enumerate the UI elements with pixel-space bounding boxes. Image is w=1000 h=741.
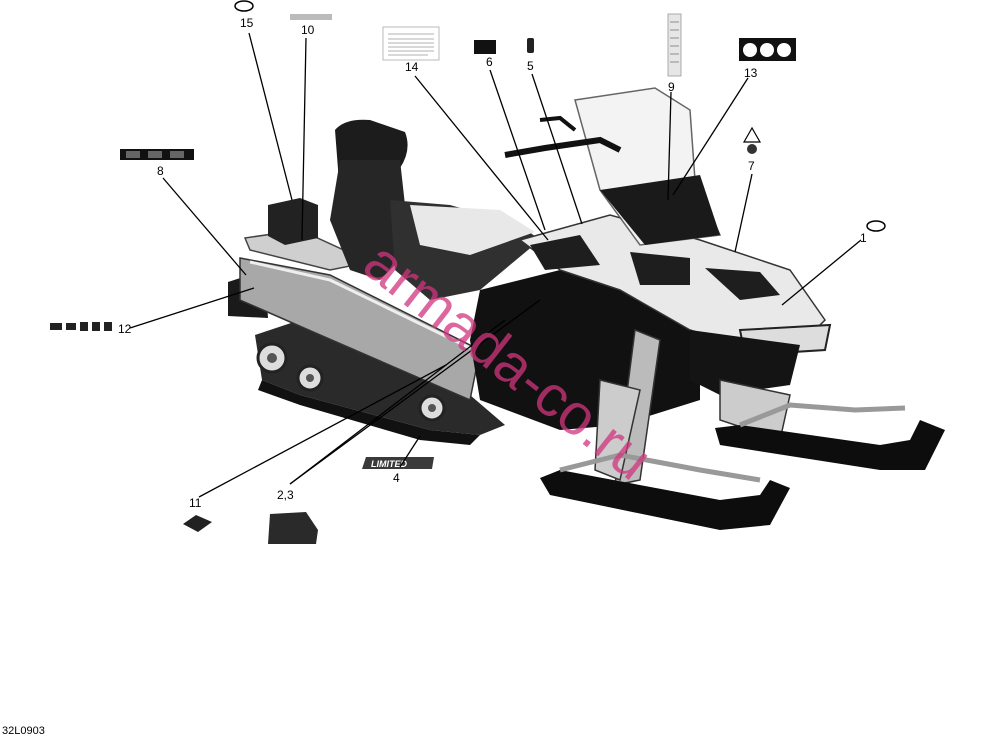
- black-label-6: [474, 40, 496, 54]
- callout-12: 12: [118, 322, 132, 336]
- callout-5: 5: [527, 59, 534, 73]
- decal-icons: LIMITED: [50, 0, 886, 544]
- callout-6: 6: [486, 55, 493, 69]
- vertical-label-5: [527, 38, 534, 53]
- warning-triangle-7: [742, 126, 762, 143]
- warning-label-14: [382, 26, 440, 61]
- callout-10: 10: [301, 23, 315, 37]
- limited-decal-4: [362, 457, 434, 469]
- callout-8: 8: [157, 164, 164, 178]
- callout-9: 9: [668, 80, 675, 94]
- callout-14: 14: [405, 60, 419, 74]
- limited-decal-text: LIMITED: [371, 459, 407, 469]
- callout-13: 13: [744, 66, 758, 80]
- gear-decal-7: [747, 144, 757, 154]
- callout-4: 4: [393, 471, 400, 485]
- leader-lines: [129, 32, 862, 498]
- callout-7: 7: [748, 159, 755, 173]
- callout-numbers: 15 10 14 6 5 9 13 7 1 8 12 4 11 2,3: [118, 16, 867, 510]
- silhouette-decal-12: [50, 322, 112, 331]
- drawing-code: 32L0903: [2, 725, 45, 737]
- decal-strip-10: [290, 14, 332, 20]
- logo-decal-1: [866, 220, 886, 232]
- tall-strip-9: [667, 13, 682, 77]
- logo-decal-15: [234, 0, 254, 12]
- side-decal-23: [268, 512, 318, 544]
- callout-15: 15: [240, 16, 254, 30]
- callout-1: 1: [860, 231, 867, 245]
- callout-2-3: 2,3: [277, 488, 294, 502]
- callout-11: 11: [189, 496, 202, 510]
- diamond-decal-11: [183, 515, 212, 532]
- snowmobile-illustration: [228, 87, 945, 530]
